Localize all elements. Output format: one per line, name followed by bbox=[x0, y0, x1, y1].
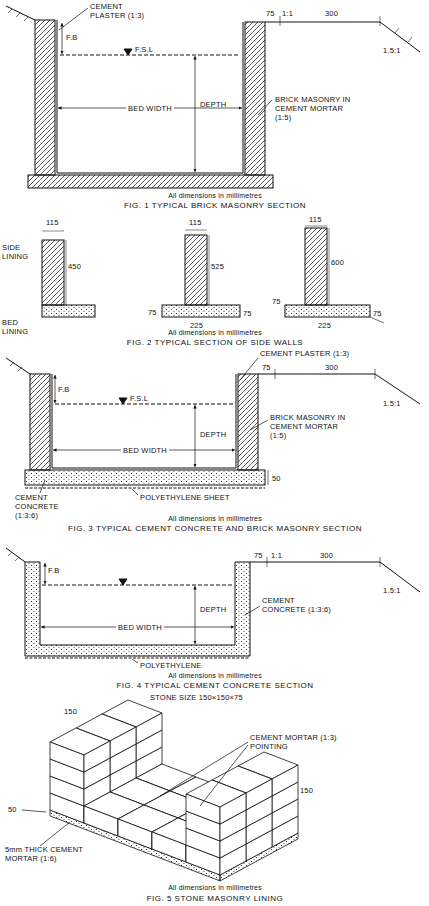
fig1-section bbox=[6, 6, 420, 188]
label-text: CEMENT CONCRETE (1:3:6) bbox=[262, 596, 332, 614]
label-text: F.S.L bbox=[135, 45, 153, 54]
label-text: F.B bbox=[58, 385, 69, 394]
label-text: 50 bbox=[8, 805, 17, 814]
label-text: 450 bbox=[68, 262, 81, 271]
label-text: CEMENT CONCRETE (1:3:6) bbox=[15, 493, 77, 520]
label-text: 1:1 bbox=[271, 551, 282, 560]
fig5-leaders bbox=[22, 742, 248, 846]
fig4-section bbox=[6, 548, 420, 663]
label-text: 5mm THICK CEMENT MORTAR (1:6) bbox=[5, 845, 97, 863]
label-text: 1.5:1 bbox=[383, 46, 401, 55]
label-text: 75 bbox=[243, 309, 252, 318]
label-text: CEMENT MORTAR (1:3) POINTING bbox=[250, 733, 345, 751]
label-text: BED LINING bbox=[2, 318, 40, 336]
label-text: All dimensions in millimetres bbox=[168, 883, 262, 892]
label-text: CEMENT PLASTER (1:3) bbox=[90, 2, 160, 20]
label-text: POLYETHYLENE bbox=[140, 661, 201, 670]
label-text: 225 bbox=[318, 321, 331, 330]
label-text: 75 bbox=[373, 309, 382, 318]
figure-caption: FIG. 4 TYPICAL CEMENT CONCRETE SECTION bbox=[116, 681, 313, 690]
fig2-side-walls bbox=[42, 226, 384, 323]
label-text: All dimensions in millimetres bbox=[168, 671, 262, 680]
stone-masonry-blocks bbox=[50, 700, 298, 881]
label-text: F.S.L bbox=[130, 394, 148, 403]
figure-caption: FIG. 2 TYPICAL SECTION OF SIDE WALLS bbox=[127, 338, 303, 347]
label-text: BRICK MASONRY IN CEMENT MORTAR (1:5) bbox=[270, 413, 350, 440]
figure-caption: FIG. 1 TYPICAL BRICK MASONRY SECTION bbox=[124, 201, 306, 210]
label-text: BED WIDTH bbox=[116, 623, 164, 632]
label-text: 300 bbox=[325, 363, 338, 372]
label-text: 75 bbox=[262, 363, 271, 372]
label-text: BED WIDTH bbox=[121, 446, 169, 455]
label-text: 1.5:1 bbox=[383, 586, 401, 595]
label-text: 75 bbox=[272, 297, 281, 306]
label-text: STONE SIZE 150×150×75 bbox=[150, 693, 243, 702]
fig3-section bbox=[6, 358, 420, 495]
label-text: 50 bbox=[272, 474, 281, 483]
label-text: 150 bbox=[64, 707, 77, 716]
label-text: 75 bbox=[254, 551, 263, 560]
figure-caption: FIG. 5 STONE MASONRY LINING bbox=[147, 894, 284, 903]
label-text: All dimensions in millimetres bbox=[168, 191, 262, 200]
label-text: 150 bbox=[300, 786, 313, 795]
label-text: BRICK MASONRY IN CEMENT MORTAR (1:5) bbox=[275, 95, 355, 122]
label-text: SIDE LINING bbox=[2, 243, 40, 261]
label-text: 1:1 bbox=[282, 9, 293, 18]
label-text: F.B bbox=[48, 566, 59, 575]
label-text: 75 bbox=[148, 308, 157, 317]
label-text: 300 bbox=[320, 551, 333, 560]
label-text: DEPTH bbox=[200, 605, 226, 614]
label-text: POLYETHYLENE SHEET bbox=[140, 493, 230, 502]
label-text: All dimensions in millimetres bbox=[168, 514, 262, 523]
label-text: 115 bbox=[309, 215, 322, 224]
label-text: 525 bbox=[211, 262, 224, 271]
label-text: 115 bbox=[46, 218, 59, 227]
label-text: All dimensions in millimetres bbox=[168, 328, 262, 337]
label-text: F.B bbox=[66, 33, 77, 42]
label-text: BED WIDTH bbox=[126, 104, 174, 113]
label-text: 75 bbox=[266, 9, 275, 18]
label-text: DEPTH bbox=[200, 430, 226, 439]
label-text: 115 bbox=[189, 218, 202, 227]
label-text: 225 bbox=[190, 321, 203, 330]
label-text: 1.5:1 bbox=[383, 399, 401, 408]
label-text: CEMENT PLASTER (1:3) bbox=[260, 349, 349, 358]
label-text: DEPTH bbox=[200, 100, 226, 109]
figure-caption: FIG. 3 TYPICAL CEMENT CONCRETE AND BRICK… bbox=[68, 524, 362, 533]
label-text: 600 bbox=[331, 258, 344, 267]
label-text: 300 bbox=[325, 9, 338, 18]
